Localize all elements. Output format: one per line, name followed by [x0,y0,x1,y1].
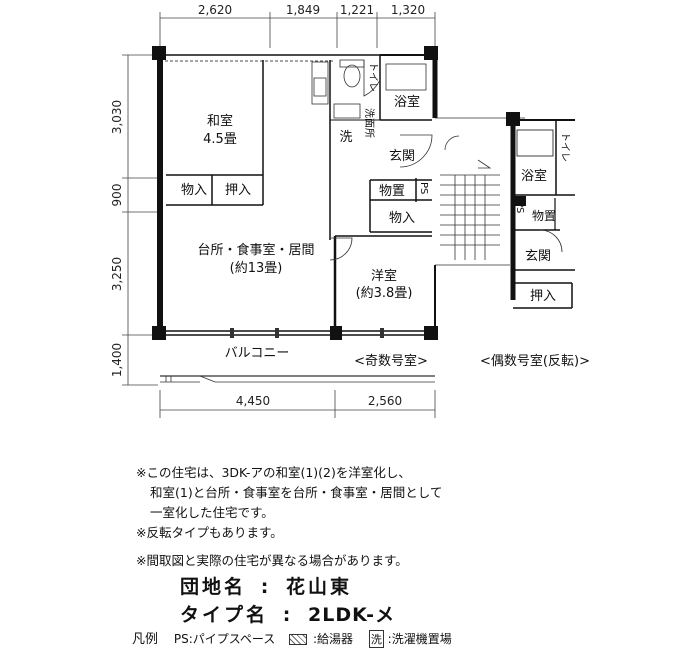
dim-top-1: 2,620 [198,3,232,17]
room-monooki: 物置 [379,184,405,199]
rev-oshiire: 押入 [530,289,556,304]
note-line-5: ※間取図と実際の住宅が異なる場合があります。 [136,553,408,568]
danchi-label: 団地名 [180,576,247,598]
rev-ps: PS [514,201,525,213]
dim-top-3: 1,221 [340,3,374,17]
type-separator: : [282,604,294,626]
dim-left-1: 3,030 [110,100,124,134]
dim-left-2: 900 [110,184,124,207]
room-monoire-2: 物入 [389,211,415,226]
room-youshitsu-size: (約3.8畳) [356,286,413,301]
washer-icon: 洗 [368,630,384,648]
room-washitsu: 和室 [207,113,233,129]
wash-basin [333,103,361,119]
reversed-unit-walls [510,118,575,309]
balcony-rails [160,375,435,383]
type-label: タイプ名 [180,604,269,626]
type-row: タイプ名:2LDK-メ [180,600,395,627]
room-genkan: 玄関 [389,149,415,164]
toilet-fixture [339,59,365,88]
dim-bottom-1: 4,450 [236,394,270,408]
rev-bath: 浴室 [521,168,547,184]
danchi-value: 花山東 [286,576,353,598]
room-youshitsu: 洋室 [371,268,397,284]
label-even-unit: <偶数号室(反転)> [480,353,590,369]
dim-top-4: 1,320 [391,3,425,17]
bathtub [385,63,427,91]
room-ldk: 台所・食事室・居間 [197,242,314,258]
reversed-unit-posts [506,112,526,206]
type-value: 2LDK-メ [308,604,396,626]
dim-bottom-2: 2,560 [368,394,402,408]
room-bath: 浴室 [394,94,420,110]
legend-title: 凡例 [132,632,159,647]
room-balcony: バルコニー [225,346,290,361]
kitchen-counter [311,61,329,105]
room-monoire-1: 物入 [181,183,207,198]
legend-ps: PS:パイプスペース [173,632,276,646]
rev-monooki: 物置 [532,209,556,223]
dim-left-4: 1,400 [110,343,124,377]
legend-wash: :洗濯機置場 [387,632,452,646]
room-ldk-size: (約13畳) [230,261,283,276]
dimension-lines [122,12,436,418]
room-oshiire-1: 押入 [225,183,251,198]
danchi-row: 団地名: 花山東 [180,572,352,599]
rev-genkan: 玄関 [525,249,551,264]
note-line-1: ※この住宅は、3DK-アの和室(1)(2)を洋室化し、 [136,465,411,480]
dim-top-2: 1,849 [286,3,320,17]
floor-plan: 2,620 1,849 1,221 1,320 3,030 900 3,250 … [110,3,590,418]
door-swings [329,60,433,261]
room-senmenjo: 洗面所 [363,108,375,138]
legend-heater: :給湯器 [312,632,354,646]
room-ps: PS [418,182,429,194]
dim-left-3: 3,250 [110,257,124,291]
legend: 凡例 PS:パイプスペース :給湯器 洗 :洗濯機置場 [132,628,452,648]
reversed-door-swing [539,229,563,253]
interior-walls [166,55,432,240]
notes: ※この住宅は、3DK-アの和室(1)(2)を洋室化し、 和室(1)と台所・食事室… [136,463,676,571]
danchi-separator: : [260,576,272,598]
note-line-3: 一室化した住宅です。 [150,505,274,520]
label-odd-unit: <奇数号室> [354,353,428,369]
note-line-2: 和室(1)と台所・食事室を台所・食事室・居間として [150,485,443,500]
balcony-ticks [230,328,384,338]
room-sen: 洗 [339,130,352,145]
exterior-walls [157,48,438,340]
room-washitsu-size: 4.5畳 [203,132,237,147]
room-toilet: トイレ [367,62,378,92]
note-line-4: ※反転タイプもあります。 [136,525,283,540]
water-heater-icon [289,634,308,645]
rev-toilet: トイレ [559,132,570,162]
wall-posts [152,46,438,340]
